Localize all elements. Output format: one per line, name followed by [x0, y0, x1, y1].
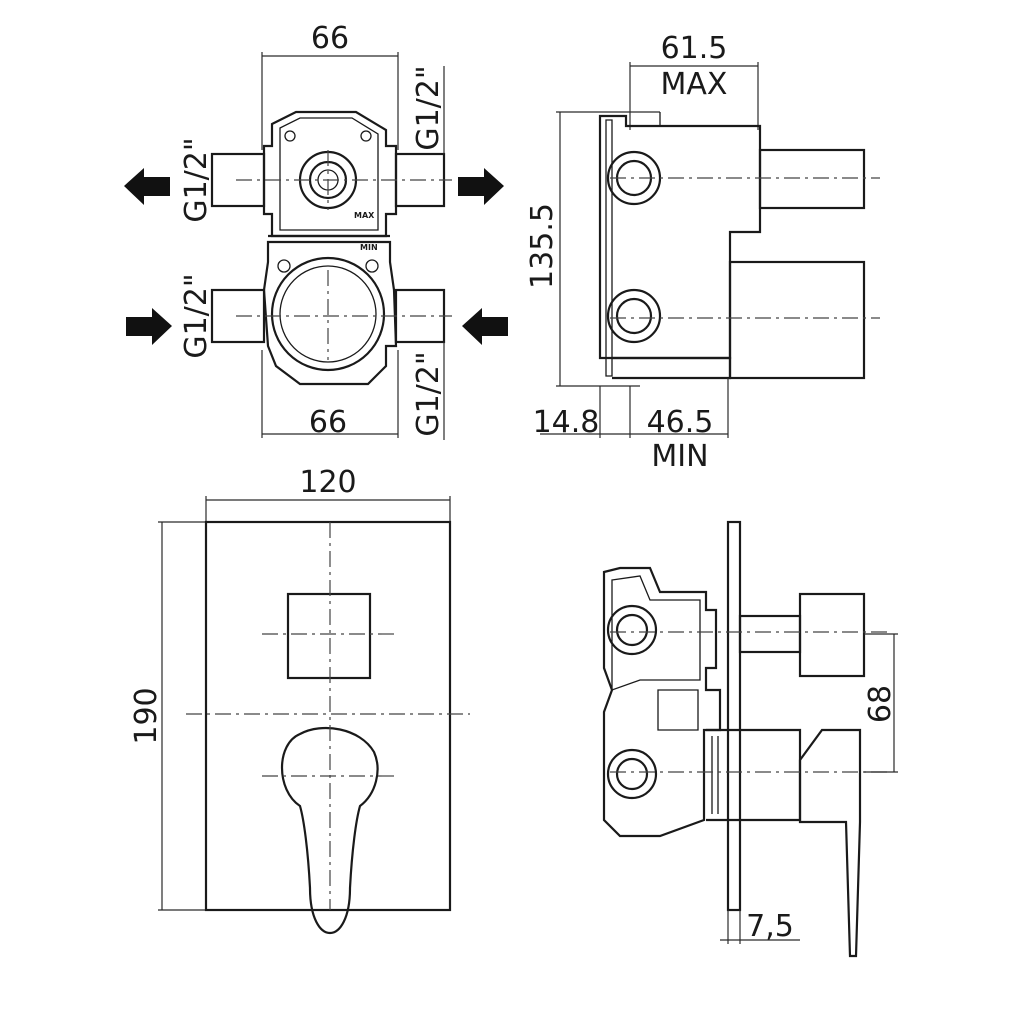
min-label: MIN — [651, 439, 708, 474]
bottom-width-label: 66 — [309, 405, 347, 440]
side-cover-plate — [726, 520, 742, 912]
upper-cartridge — [758, 148, 866, 210]
top-width-label: 66 — [311, 21, 349, 56]
left-top-connection — [210, 152, 266, 208]
cover-plate — [204, 520, 452, 912]
left-top-connection-label: G1/2" — [179, 137, 214, 222]
lower-cartridge — [728, 260, 866, 380]
max-depth-label: 61.5 — [661, 31, 728, 66]
left-bottom-connection-label: G1/2" — [179, 273, 214, 358]
plate-thickness-label: 7,5 — [746, 909, 794, 944]
body-max-marking: MAX — [354, 211, 375, 220]
right-bottom-connection-label: G1/2" — [411, 351, 446, 436]
valve-body-side-view: 61.5 MAX 135.5 14.8 46.5 MIN — [525, 31, 880, 474]
side-diverter-knob — [798, 592, 866, 678]
plate-width-label: 120 — [299, 465, 356, 500]
side-lever-handle — [798, 728, 862, 958]
inlet-arrow-left-icon — [126, 308, 172, 345]
outlet-arrow-right-icon — [458, 168, 504, 205]
valve-body-front-view: 66 66 MAX MIN — [124, 21, 508, 440]
diverter-knob — [286, 592, 372, 680]
body-min-marking: MIN — [360, 243, 378, 252]
right-top-connection-label: G1/2" — [411, 65, 446, 150]
max-label: MAX — [661, 67, 728, 102]
assembled-side-view: 68 7,5 — [602, 520, 898, 958]
inlet-arrow-right-icon — [462, 308, 508, 345]
plate-height-label: 190 — [129, 687, 164, 744]
cover-plate-front-view: 120 190 — [129, 465, 470, 934]
left-bottom-connection — [210, 288, 266, 344]
outlet-spacing-label: 68 — [863, 685, 898, 723]
outlet-arrow-left-icon — [124, 168, 170, 205]
height-label: 135.5 — [525, 203, 560, 289]
lever-handle — [281, 726, 379, 934]
offset-label: 14.8 — [533, 405, 600, 440]
min-depth-label: 46.5 — [647, 405, 714, 440]
